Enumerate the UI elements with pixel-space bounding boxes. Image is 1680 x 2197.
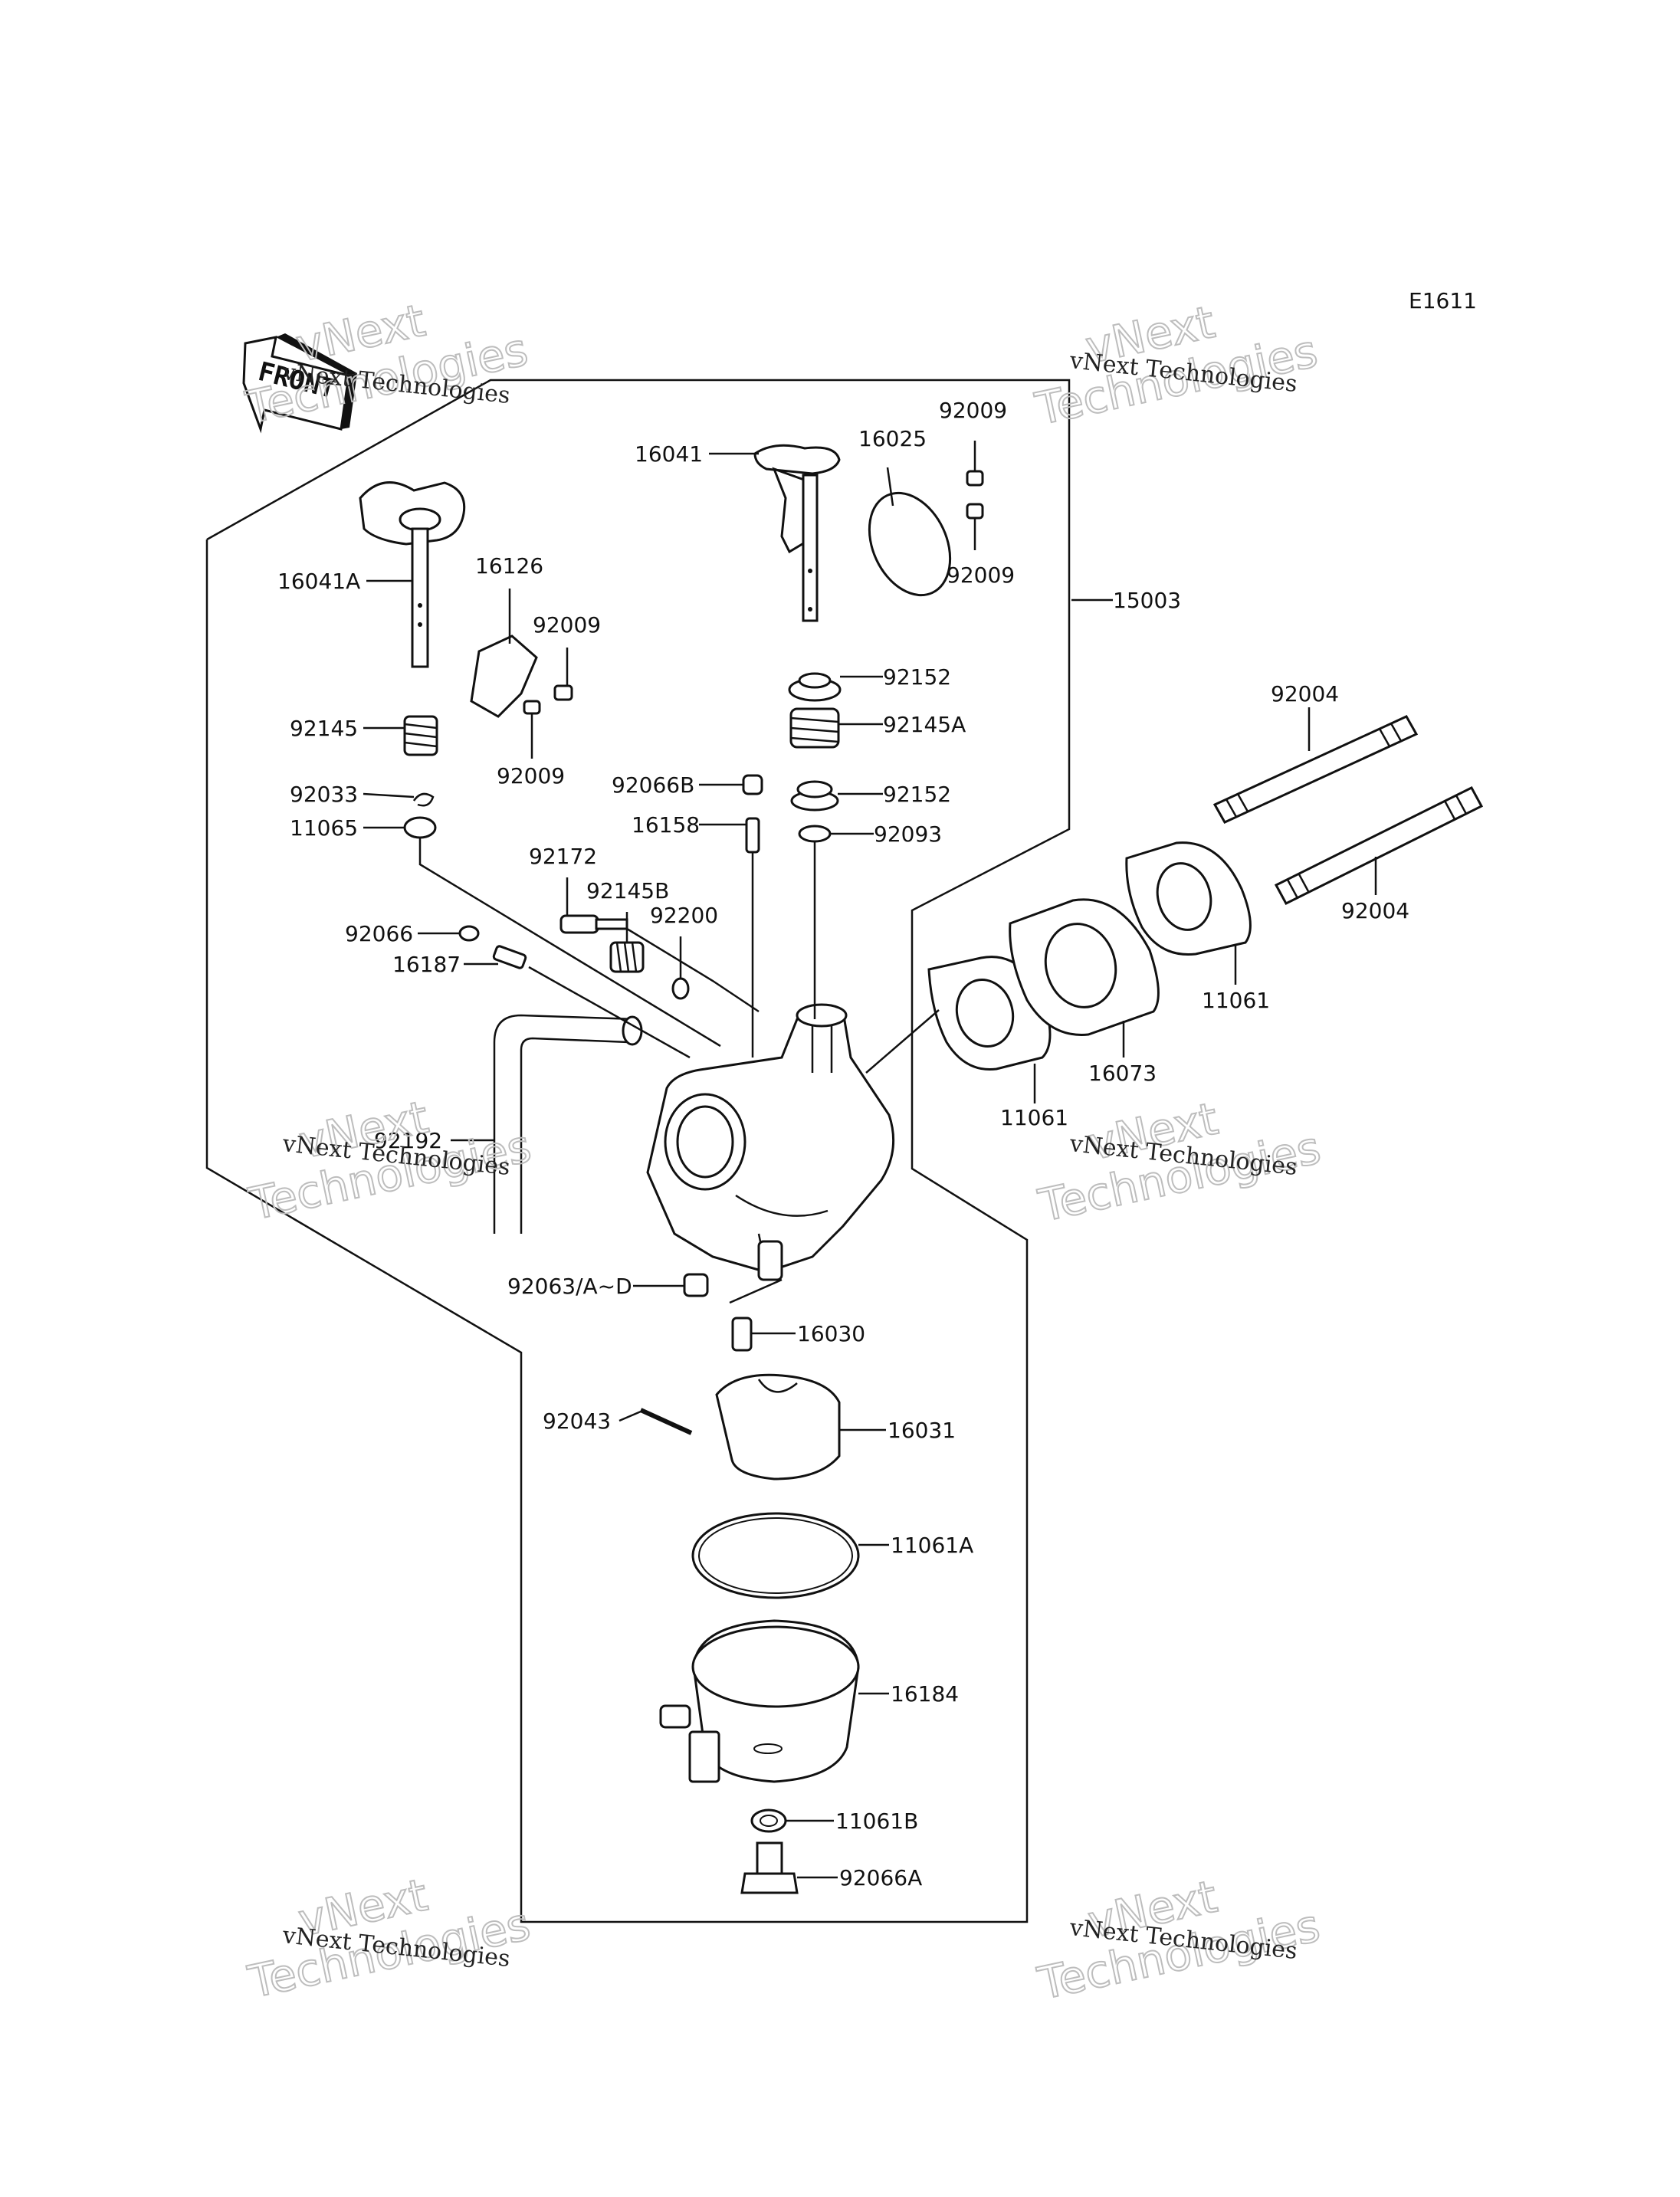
stud-92004-upper: [1212, 715, 1419, 824]
part-label: 92172: [529, 844, 597, 869]
watermark-top-left: vNext Technologies: [241, 293, 533, 434]
part-label: 16041: [635, 441, 703, 467]
part-label: 16041A: [277, 569, 360, 594]
screw-right-lower: [966, 503, 984, 520]
part-label: 92033: [290, 782, 358, 807]
o-ring-92093: [798, 825, 832, 843]
part-label: 11061B: [835, 1808, 918, 1834]
part-label: 92009: [497, 763, 565, 789]
part-label: 92192: [374, 1128, 442, 1153]
part-label: 16187: [392, 952, 461, 977]
part-label: 16126: [475, 553, 543, 579]
screw-92172: [559, 914, 628, 934]
washer-92152-upper: [788, 672, 842, 702]
float-16031: [715, 1373, 841, 1481]
part-label: 92043: [543, 1408, 611, 1434]
assembly-outline: [205, 379, 1071, 1923]
screw-right-upper: [966, 470, 984, 487]
float-bowl-16184: [659, 1619, 860, 1783]
part-label: 11065: [290, 815, 358, 841]
spring-92145B: [609, 941, 645, 973]
part-label: 92004: [1271, 681, 1339, 707]
carburetor-body: [646, 1003, 895, 1281]
part-label: 16158: [632, 812, 700, 838]
part-label: 16030: [797, 1321, 865, 1346]
screw-92066B: [742, 774, 763, 795]
part-label: 92145: [290, 716, 358, 741]
part-label: 16031: [888, 1418, 956, 1443]
e-ring-92033: [412, 792, 435, 807]
throttle-shaft: [753, 444, 841, 622]
part-label: 92066: [345, 921, 413, 946]
connection-lines: [418, 838, 940, 1304]
part-label: 92009: [533, 612, 601, 638]
stud-92004-lower: [1274, 786, 1484, 905]
o-ring-92066: [458, 925, 480, 942]
part-label: 11061: [1202, 988, 1270, 1013]
choke-shaft: [359, 481, 466, 668]
diagram-code: E1611: [1409, 288, 1477, 313]
throttle-plate: [868, 491, 952, 597]
drain-screw: [683, 1273, 709, 1297]
gasket-11061B: [750, 1808, 787, 1833]
part-label: 16073: [1088, 1061, 1157, 1086]
pin-92043: [639, 1408, 693, 1435]
gasket-11061-right: [1125, 841, 1252, 956]
screw-16187: [492, 945, 527, 969]
part-label: 16184: [891, 1681, 959, 1707]
part-label: 92093: [874, 821, 942, 847]
part-label: 92063/A~D: [507, 1274, 632, 1299]
needle-16030: [731, 1317, 753, 1352]
choke-plate: [470, 635, 538, 718]
breather-tube: [493, 1014, 643, 1234]
spacer-16073: [1009, 898, 1160, 1036]
front-arrow-icon: FRONT: [242, 333, 357, 434]
washer-92152-lower: [790, 780, 839, 812]
part-label: 92200: [650, 903, 718, 928]
part-label: 16025: [858, 426, 927, 451]
bowl-gasket-11061A: [691, 1512, 860, 1599]
spring-92145: [403, 715, 438, 756]
jet-16158: [745, 817, 760, 854]
o-ring-92200: [671, 977, 690, 1000]
watermark-bottom-left: vNext Technologies: [243, 1868, 536, 2009]
part-label: 92152: [883, 664, 951, 690]
part-label: 92009: [947, 562, 1015, 588]
screw-left-lower: [523, 700, 541, 715]
part-label: 92004: [1341, 898, 1409, 923]
spring-92145A: [789, 707, 840, 749]
part-label: 92152: [883, 782, 951, 807]
part-label: 92066B: [612, 772, 694, 798]
part-label: 92145B: [586, 878, 669, 903]
bolt-92066A: [740, 1841, 799, 1894]
part-label: 92145A: [883, 712, 966, 737]
seal-11065: [403, 816, 437, 839]
part-labels: 16041 16025 92009 92009 15003 16041A 161…: [277, 398, 1409, 1890]
part-label: 92066A: [839, 1865, 922, 1890]
leader-lines: [363, 441, 1377, 1879]
part-label: 15003: [1113, 588, 1181, 613]
screw-left-upper: [553, 684, 573, 701]
watermark-top-right: vNext Technologies: [1030, 295, 1323, 436]
part-label: 11061A: [891, 1533, 973, 1558]
part-label: 11061: [1000, 1105, 1068, 1130]
part-label: 92009: [939, 398, 1007, 423]
